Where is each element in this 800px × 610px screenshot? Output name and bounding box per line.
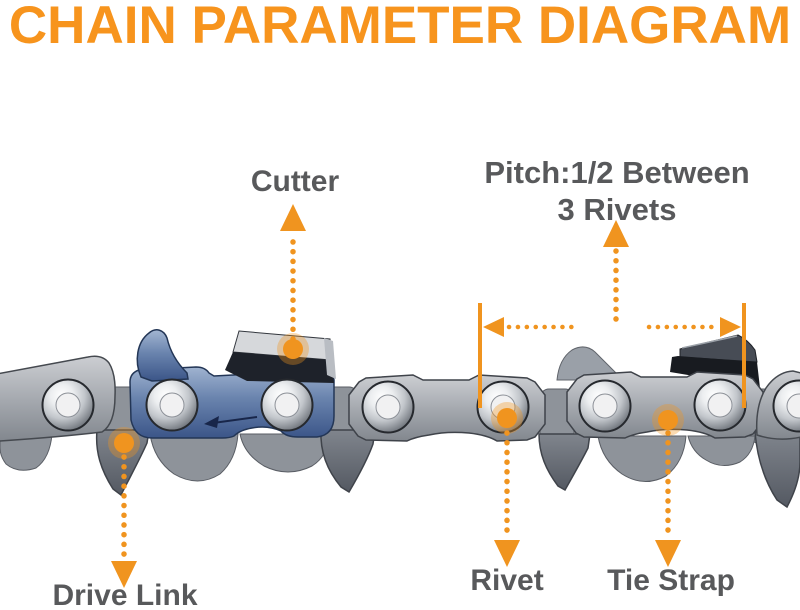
far-cutter-depth-gauge — [556, 346, 625, 381]
drive-link-tang — [320, 429, 376, 494]
far-plate-bottom — [687, 435, 756, 466]
rivet-7 — [693, 378, 747, 432]
rivet-3 — [260, 378, 314, 432]
tie-strap-arrowhead-down — [655, 540, 681, 567]
cutter-label: Cutter — [250, 165, 340, 198]
drive-link-tang — [538, 433, 591, 492]
dimension-end-bar-left — [478, 303, 482, 408]
drive-link-tang — [95, 429, 150, 497]
cutter-callout — [277, 204, 309, 365]
top-plate-end-face — [324, 338, 336, 379]
rivet-6 — [578, 379, 632, 433]
drive-link-tangs — [95, 429, 800, 509]
rivet-2 — [145, 378, 199, 432]
far-plate-bottom — [149, 433, 239, 482]
dimension-arrowhead-right — [720, 317, 741, 337]
annotations — [108, 204, 746, 588]
cutter-arrowhead-up — [280, 204, 306, 231]
far-plate-bottom — [0, 433, 53, 471]
drive-link-tang — [754, 431, 800, 509]
pitch-dimension-line — [478, 303, 746, 408]
far-plate-bottom — [239, 433, 331, 473]
pitch-label-line1: Pitch:1/2 Between — [484, 155, 750, 190]
far-plate-bottom — [597, 435, 687, 482]
rivet-label: Rivet — [470, 564, 544, 597]
rivet-callout — [491, 402, 523, 567]
rivet-arrowhead-down — [494, 540, 520, 567]
rivet-8 — [772, 379, 800, 433]
drive-link-label: Drive Link — [52, 579, 198, 610]
pitch-arrowhead-up — [603, 220, 629, 247]
page-title: CHAIN PARAMETER DIAGRAM — [8, 0, 792, 55]
chain-photo — [0, 329, 800, 509]
dimension-end-bar-right — [742, 303, 746, 408]
pitch-label: Pitch:1/2 Between 3 Rivets — [484, 154, 749, 228]
rivet-1 — [41, 378, 95, 432]
direction-arrow-engraving — [204, 416, 258, 428]
depth-gauge — [136, 329, 189, 382]
tie-strap-label: Tie Strap — [607, 564, 735, 597]
rivets — [41, 378, 800, 434]
drive-link-callout — [108, 427, 140, 588]
tie-strap-callout — [652, 404, 684, 567]
pitch-callout — [603, 220, 629, 328]
rivet-4 — [361, 380, 415, 434]
pitch-label-line2: 3 Rivets — [557, 192, 677, 227]
dimension-arrowhead-left — [483, 317, 504, 337]
drive-link-arrowhead-down — [111, 561, 137, 588]
top-plate-edge — [225, 352, 334, 383]
